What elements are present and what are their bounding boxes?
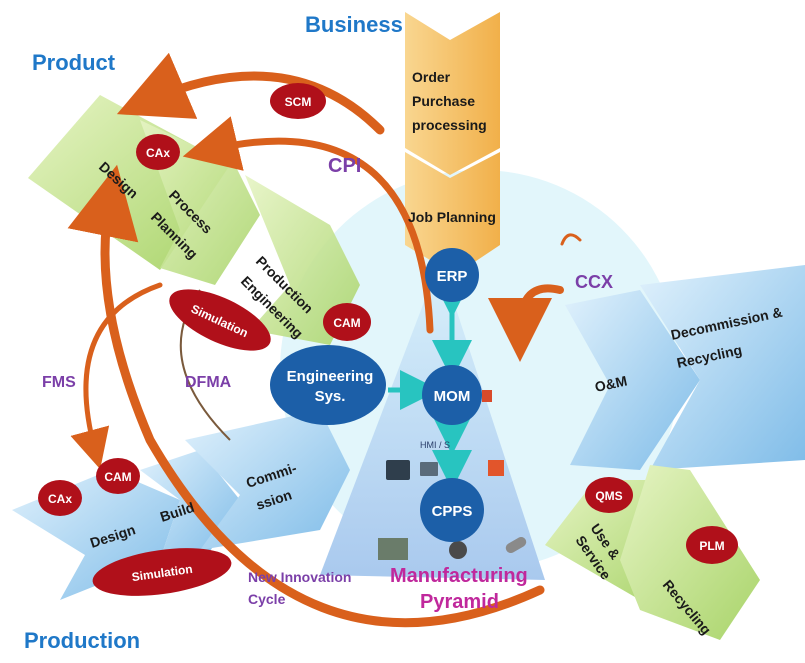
om-arrow xyxy=(565,290,700,470)
sensor-icon xyxy=(449,541,467,559)
cax-bottom-badge xyxy=(38,480,82,516)
mom-device-icon xyxy=(482,390,492,402)
cpi-label: CPI xyxy=(328,155,361,177)
cax-top-badge xyxy=(136,134,180,170)
simulation-bottom-badge xyxy=(92,548,232,596)
job-planning-label: Job Planning xyxy=(408,209,496,225)
erp-label: ERP xyxy=(437,268,468,285)
engineering-sys-node xyxy=(270,345,386,425)
business-heading: Business xyxy=(305,12,403,37)
order-chevron xyxy=(405,12,500,175)
order-line-2: Purchase xyxy=(412,93,475,109)
cpps-node xyxy=(420,478,484,542)
controller-icon xyxy=(488,460,504,476)
qms-label: QMS xyxy=(595,489,622,503)
production-engineering-arrow xyxy=(245,175,360,345)
scm-badge xyxy=(270,83,326,119)
cam-top-label: CAM xyxy=(333,316,360,330)
cam-bottom-badge xyxy=(96,458,140,494)
cpps-label: CPPS xyxy=(432,503,473,520)
qms-badge xyxy=(585,477,633,513)
product-heading: Product xyxy=(32,50,116,75)
cam-top-badge xyxy=(323,303,371,341)
ccx-cycle-arrow xyxy=(488,284,564,362)
panel-icon xyxy=(420,462,438,476)
commission-arrow xyxy=(185,410,350,550)
pyramid-nodes xyxy=(270,248,484,542)
cpi-cycle-arrow xyxy=(182,116,434,334)
pyramid-title-2: Pyramid xyxy=(420,591,499,613)
decommission-arrow xyxy=(640,265,805,470)
monitor-icon xyxy=(386,460,410,480)
engineering-label-1: Engineering xyxy=(287,368,374,385)
cax-top-label: CAx xyxy=(146,146,170,160)
ccx-label: CCX xyxy=(575,272,613,292)
ccx-small-arrow xyxy=(560,233,582,246)
fms-label: FMS xyxy=(42,374,76,391)
cycle-arrows xyxy=(67,52,582,628)
plm-label: PLM xyxy=(699,539,724,553)
pyramid-connectors xyxy=(388,278,472,490)
hmi-label: HMI / S xyxy=(420,440,450,450)
om-label: O&M xyxy=(593,372,628,394)
erp-node xyxy=(425,248,479,302)
pyramid-title-1: Manufacturing xyxy=(390,565,528,587)
innovation-label-2: Cycle xyxy=(248,591,286,607)
cam-bottom-label: CAM xyxy=(104,470,131,484)
job-planning-chevron xyxy=(405,152,500,275)
simulation-top-badge xyxy=(169,289,271,351)
engineering-label-2: Sys. xyxy=(315,388,346,405)
probe-icon xyxy=(505,537,527,553)
device-icons xyxy=(378,390,527,560)
order-line-1: Order xyxy=(412,69,451,85)
mom-node xyxy=(422,365,482,425)
innovation-label-1: New Innovation xyxy=(248,569,351,585)
innovation-cycle-arrow xyxy=(67,164,545,628)
order-line-3: processing xyxy=(412,117,487,133)
cax-bottom-label: CAx xyxy=(48,492,72,506)
fms-cycle-arrow xyxy=(70,282,163,470)
mom-label: MOM xyxy=(434,388,471,405)
business-column xyxy=(405,12,500,275)
dfma-label: DFMA xyxy=(185,374,232,391)
scm-label: SCM xyxy=(285,95,312,109)
production-heading: Production xyxy=(24,628,140,653)
badges xyxy=(38,83,738,596)
scm-cycle-arrow xyxy=(116,52,385,135)
plm-badge xyxy=(686,526,738,564)
plc-icon xyxy=(378,538,408,560)
